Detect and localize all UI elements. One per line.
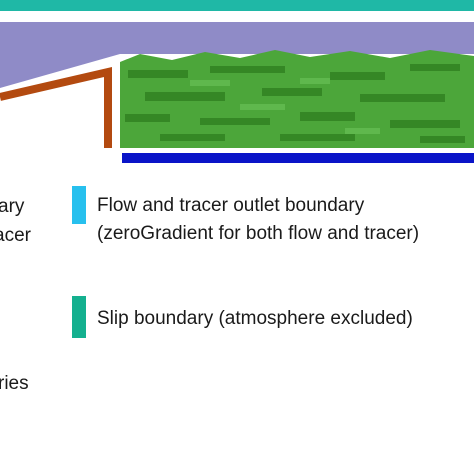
atmosphere-region <box>0 22 474 88</box>
partial-legend-line-2: acer <box>0 225 31 246</box>
top-white-gap <box>0 11 474 22</box>
partial-legend-line-1: ary <box>0 196 25 217</box>
slip-legend-line-1: Slip boundary (atmosphere excluded) <box>97 308 413 329</box>
partial-legend-line-3: ries <box>0 373 29 394</box>
outlet-legend-line-2: (zeroGradient for both flow and tracer) <box>97 223 420 244</box>
wall-boundary <box>0 61 119 148</box>
top-slip-boundary-band <box>0 0 474 11</box>
outlet-legend-swatch <box>72 186 86 224</box>
bottom-boundary <box>122 153 474 163</box>
slip-legend-swatch <box>72 296 86 338</box>
outlet-legend-line-1: Flow and tracer outlet boundary <box>97 195 365 216</box>
vegetation-region <box>120 50 474 148</box>
